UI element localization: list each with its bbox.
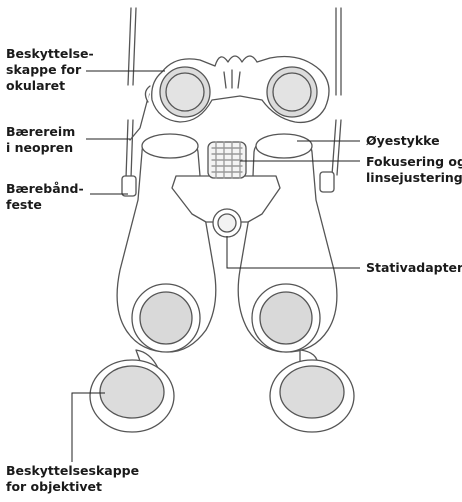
label-eyepiece-cap: Beskyttelse- skappe for okularet — [6, 46, 94, 94]
label-strap-mount: Bærebånd- feste — [6, 181, 84, 213]
label-objective-cap: Beskyttelseskappe for objektivet — [6, 463, 139, 495]
eyepiece-cap — [145, 56, 329, 122]
label-eyecup: Øyestykke — [366, 133, 440, 149]
label-tripod: Stativadapter — [366, 260, 462, 276]
objective-caps — [90, 350, 354, 432]
label-neoprene-strap: Bærereim i neopren — [6, 124, 75, 156]
label-focus: Fokusering og linsejustering — [366, 154, 462, 186]
